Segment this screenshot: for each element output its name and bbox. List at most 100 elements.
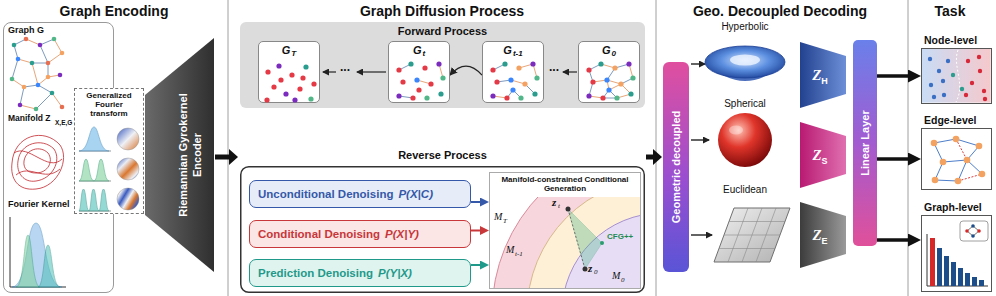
graph-state-box-art-part xyxy=(414,77,419,82)
task-box-art-part xyxy=(934,139,956,143)
latent-point-label: z xyxy=(588,262,592,275)
task-box-art-part xyxy=(956,139,967,160)
task-box-art-part xyxy=(982,89,986,93)
graph-state-box-art-part xyxy=(504,95,509,100)
latent-block-art-part xyxy=(800,202,846,268)
latent-block-art-part xyxy=(800,42,846,108)
task-box-art-part xyxy=(956,139,979,146)
step-arrow-part xyxy=(691,63,705,64)
graph-state-box-art-part xyxy=(265,69,270,74)
input-panel-art-part xyxy=(60,51,65,56)
forward-process-panel: Forward ProcessGTGtGt-1G0 xyxy=(240,22,645,108)
latent-block-art-part xyxy=(800,122,846,188)
ellipsis-mark: ... xyxy=(340,61,350,75)
graph-state-box-art-part xyxy=(586,67,591,72)
ellipsis-mark: ... xyxy=(549,61,559,75)
input-panel-art-part xyxy=(32,63,48,64)
manifold-subscript: 0 xyxy=(621,276,625,284)
task-box-art-part xyxy=(932,95,936,99)
task-box-art-part xyxy=(970,81,974,85)
latent-block-art xyxy=(800,202,846,268)
manifold-generation-box-art-part xyxy=(527,197,640,288)
step-arrow-part xyxy=(691,139,709,140)
task-box-art-part xyxy=(978,69,982,73)
node-text: Z xyxy=(812,147,821,164)
node-text: Conditional Denoising xyxy=(258,228,380,240)
task-box-art-part xyxy=(951,262,956,286)
spherical-manifold-part xyxy=(718,113,772,167)
task-box-art-part xyxy=(979,171,986,178)
task-box-art-part xyxy=(972,277,977,286)
node-text: Manifold Z xyxy=(8,113,51,123)
input-panel-art-part xyxy=(36,93,52,109)
input-panel-art-part xyxy=(24,37,29,42)
node-text: Z xyxy=(812,227,821,244)
graph-state-box-art-part xyxy=(396,93,401,98)
task-box-art-part xyxy=(958,174,982,181)
graph-state-box-art-part xyxy=(289,72,294,77)
spherical-manifold xyxy=(718,113,772,167)
task-box-art-part xyxy=(931,140,938,147)
task-box-art-part xyxy=(928,57,932,61)
task-box-art-part xyxy=(930,238,935,286)
node-text: Manifold-constrained Conditional Generat… xyxy=(490,173,640,193)
graph-state-box-art-part xyxy=(428,81,433,86)
fourier-transform-box-art-part xyxy=(79,127,109,151)
input-panel-art-part xyxy=(38,43,43,48)
node-text: P(Y|X) xyxy=(378,267,412,279)
geometry-label: Hyperbolic xyxy=(721,21,768,33)
graph-state-box-art-part xyxy=(422,65,427,70)
graph-state-box-art-part xyxy=(400,79,405,84)
graph-state-box-art-part xyxy=(532,91,537,96)
linear-layer-bar: Linear Layer xyxy=(853,40,877,246)
node-text: Generalized Fourier transform xyxy=(75,89,143,119)
graph-state-box-art-part xyxy=(278,77,283,82)
connector-arrow xyxy=(471,230,484,232)
node-text: E xyxy=(822,236,828,246)
task-box-art-part xyxy=(965,229,969,233)
graph-state-box-art-part xyxy=(626,61,631,66)
graph-state-box: GT xyxy=(258,41,320,103)
euclidean-plane xyxy=(714,208,790,262)
input-panel-art-part xyxy=(46,61,51,66)
node-text: Node-level xyxy=(924,34,977,46)
geometry-label: Euclidean xyxy=(723,184,767,196)
euclidean-plane-part xyxy=(756,208,776,262)
node-text: Riemannian Gyrokernel Encoder xyxy=(177,80,205,230)
graph-state-box-art-part xyxy=(424,95,429,100)
section-heading: Geo. Decoupled Decoding xyxy=(693,3,867,19)
graph-state-box-art-part xyxy=(628,91,633,96)
node-text: t xyxy=(422,49,425,58)
input-panel-art-part xyxy=(32,63,38,85)
graph-state-box-art-part xyxy=(518,95,523,100)
graph-state-box-art-part xyxy=(516,65,521,70)
graph-state-box-art-part xyxy=(311,81,316,86)
input-panel-art-part xyxy=(58,73,63,78)
node-text: Reverse Process xyxy=(240,149,645,161)
task-box-art-part xyxy=(971,234,975,238)
node-text: T xyxy=(291,49,296,58)
graph-state-box-art-part xyxy=(416,87,421,92)
fourier-transform-box-art-part xyxy=(79,159,109,181)
graph-state-box-art-part xyxy=(508,77,513,82)
input-panel-art-part xyxy=(12,135,64,189)
input-panel-art-part xyxy=(52,37,57,42)
panel-background xyxy=(240,22,645,292)
manifold-symbol: M xyxy=(506,244,514,256)
graph-state-box-art-part xyxy=(436,61,441,66)
manifold-subscript: T xyxy=(503,217,507,225)
hyperbolic-manifold xyxy=(705,46,785,81)
graph-state-box-art-part xyxy=(494,79,499,84)
encoder-block-art-part xyxy=(145,38,214,272)
node-text: Linear Layer xyxy=(859,53,871,233)
node-text: Graph-level xyxy=(924,201,982,213)
input-panel-art-part xyxy=(50,91,55,96)
graph-state-box-art-part xyxy=(490,67,495,72)
connector-arrow xyxy=(877,74,913,78)
connector-arrow xyxy=(471,201,484,203)
denoising-box: Unconditional DenoisingP(X|C) xyxy=(249,180,471,208)
denoising-box: Prediction DenoisingP(Y|X) xyxy=(249,259,471,287)
node-text: Fourier Kernel xyxy=(8,199,70,209)
manifold-generation-box-art-part xyxy=(568,209,585,269)
graph-state-box-art-part xyxy=(502,61,507,66)
